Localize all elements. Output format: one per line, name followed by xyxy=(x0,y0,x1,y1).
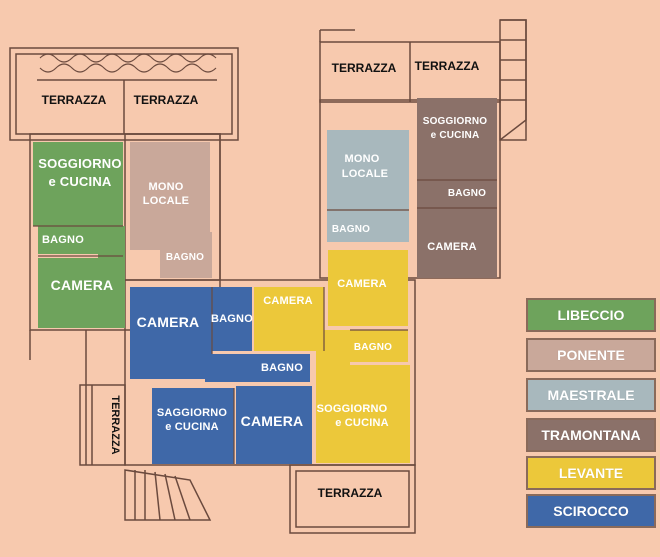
tramontana-living-label-1: SOGGIORNO xyxy=(423,116,488,127)
legend-item-tramontana: TRAMONTANA xyxy=(526,418,656,452)
legend-label: LEVANTE xyxy=(558,465,624,481)
scirocco-bathroom-2 xyxy=(205,354,310,382)
balustrade-ornament xyxy=(39,53,217,73)
tramontana-bedroom xyxy=(417,208,497,278)
levante-living-label-1: SOGGIORNO xyxy=(317,403,388,415)
levante-bedroom-2-label: CAMERA xyxy=(337,278,386,290)
scirocco-bedroom-1-label: CAMERA xyxy=(137,314,200,330)
libeccio-bathroom xyxy=(38,226,98,254)
terrace-label-top-right-2: TERRAZZA xyxy=(415,59,480,73)
libeccio-bedroom-label: CAMERA xyxy=(51,277,114,293)
scirocco-living-label-2: e CUCINA xyxy=(165,421,219,433)
ponente-studio-label-2: LOCALE xyxy=(143,195,189,207)
maestrale-studio-label-1: MONO xyxy=(344,153,379,165)
levante-bedroom-1 xyxy=(254,287,324,351)
legend-label: TRAMONTANA xyxy=(541,427,641,443)
legend-label: LIBECCIO xyxy=(557,307,625,323)
libeccio-bath-label: BAGNO xyxy=(42,234,84,246)
interior-partitions xyxy=(33,179,497,464)
tramontana-living-label-2: e CUCINA xyxy=(431,130,480,141)
ponente-studio xyxy=(130,142,210,232)
legend-label: MAESTRALE xyxy=(547,387,635,403)
scirocco-bedroom-2-label: CAMERA xyxy=(241,413,304,429)
tramontana-bedroom-label: CAMERA xyxy=(427,241,476,253)
legend-item-scirocco: SCIROCCO xyxy=(526,494,656,528)
libeccio-living-room xyxy=(33,142,123,226)
apartment-levante xyxy=(254,250,410,463)
maestrale-bath-label: BAGNO xyxy=(332,224,370,235)
scirocco-bedroom-2 xyxy=(236,386,312,464)
libeccio-bedroom xyxy=(38,258,125,328)
apartment-maestrale xyxy=(327,130,409,242)
tramontana-living-room xyxy=(417,98,497,180)
legend-label: SCIROCCO xyxy=(553,503,629,519)
maestrale-studio-label-2: LOCALE xyxy=(342,168,388,180)
scirocco-living-label-1: SAGGIORNO xyxy=(157,407,227,419)
legend-label: PONENTE xyxy=(557,347,625,363)
terrace-label-top-right-1: TERRAZZA xyxy=(332,61,397,75)
apartment-scirocco xyxy=(130,287,312,464)
legend-item-ponente: PONENTE xyxy=(526,338,656,372)
ponente-studio-label-1: MONO xyxy=(148,181,183,193)
apartment-tramontana xyxy=(417,98,497,278)
levante-living-label-2: e CUCINA xyxy=(335,417,389,429)
terrace-label-top-left-2: TERRAZZA xyxy=(134,93,199,107)
libeccio-living-label-2: e CUCINA xyxy=(49,174,112,189)
ponente-bathroom xyxy=(160,232,212,278)
legend-item-levante: LEVANTE xyxy=(526,456,656,490)
scirocco-bath-1-label: BAGNO xyxy=(211,313,253,325)
terrace-label-bottom-center: TERRAZZA xyxy=(318,486,383,500)
maestrale-bathroom xyxy=(327,210,389,242)
libeccio-living-label-1: SOGGIORNO xyxy=(38,156,121,171)
maestrale-studio xyxy=(327,130,409,210)
terrace-label-bottom-left: TERRAZZA xyxy=(109,395,121,454)
levante-bedroom-1-label: CAMERA xyxy=(263,295,312,307)
scirocco-bedroom-1 xyxy=(130,287,212,379)
tramontana-bath-label: BAGNO xyxy=(448,188,486,199)
walls xyxy=(9,19,527,534)
levante-living-room xyxy=(316,365,410,463)
scirocco-bath-2-label: BAGNO xyxy=(261,362,303,374)
levante-bathroom xyxy=(350,330,408,362)
ponente-bath-label: BAGNO xyxy=(166,252,204,263)
levante-bedroom-2 xyxy=(328,250,408,326)
legend-item-maestrale: MAESTRALE xyxy=(526,378,656,412)
scirocco-bathroom-1 xyxy=(212,287,252,351)
levante-bath-label: BAGNO xyxy=(354,342,392,353)
scirocco-living-room xyxy=(152,388,234,464)
legend-item-libeccio: LIBECCIO xyxy=(526,298,656,332)
apartment-ponente xyxy=(130,142,212,278)
apartment-libeccio xyxy=(33,142,125,328)
tramontana-bathroom xyxy=(440,180,497,208)
terrace-label-top-left-1: TERRAZZA xyxy=(42,93,107,107)
